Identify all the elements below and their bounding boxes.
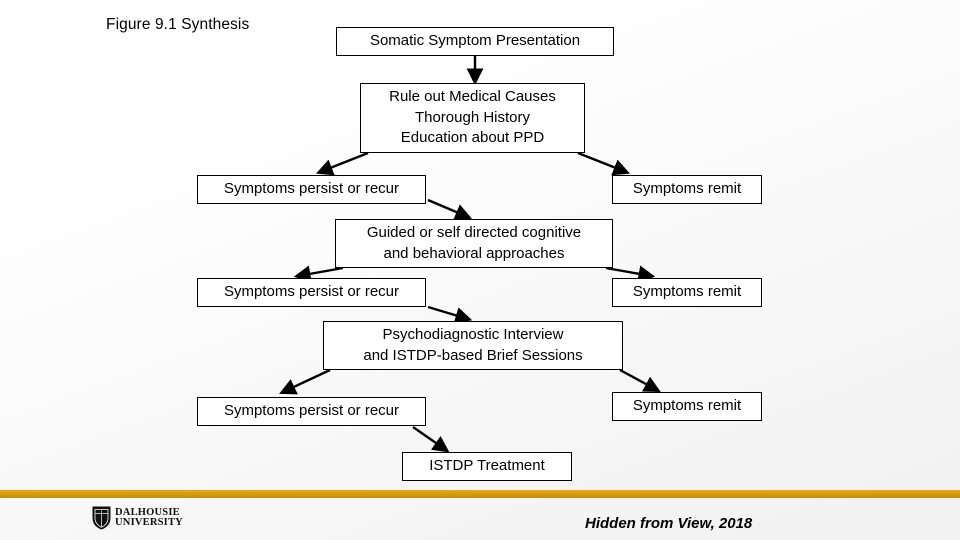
edge-persist1-to-guided	[427, 198, 472, 220]
node-symptoms-remit-2[interactable]: Symptoms remit	[612, 278, 762, 307]
edge-psycho-to-remit3	[619, 368, 661, 393]
dalhousie-university-logo: DALHOUSIE UNIVERSITY	[92, 506, 183, 530]
edge-guided-to-remit2	[605, 265, 656, 283]
node-rule-out-medical-causes[interactable]: Rule out Medical Causes Thorough History…	[360, 83, 585, 153]
node-symptoms-remit-3[interactable]: Symptoms remit	[612, 392, 762, 421]
logo-line-1: DALHOUSIE	[115, 506, 180, 518]
edge-ruleout-to-persist1	[315, 151, 369, 176]
node-symptoms-persist-or-recur-3[interactable]: Symptoms persist or recur	[197, 397, 426, 426]
node-psychodiagnostic-interview[interactable]: Psychodiagnostic Interview and ISTDP-bas…	[323, 321, 623, 370]
page-title: Figure 9.1 Synthesis	[106, 16, 250, 33]
logo-wordmark: DALHOUSIE UNIVERSITY	[115, 506, 183, 529]
edge-ruleout-to-remit1	[577, 151, 631, 176]
edge-persist3-to-istdp	[412, 426, 450, 453]
node-symptoms-persist-or-recur-2[interactable]: Symptoms persist or recur	[197, 278, 426, 307]
source-credit: Hidden from View, 2018	[585, 515, 753, 532]
edge-psycho-to-persist3	[279, 368, 331, 395]
accent-bar	[0, 490, 960, 498]
node-istdp-treatment[interactable]: ISTDP Treatment	[402, 452, 572, 481]
edge-guided-to-persist2	[293, 265, 344, 283]
edge-persist2-to-psycho	[427, 305, 473, 324]
node-symptoms-persist-or-recur-1[interactable]: Symptoms persist or recur	[197, 175, 426, 204]
node-symptoms-remit-1[interactable]: Symptoms remit	[612, 175, 762, 204]
shield-icon	[92, 506, 111, 530]
node-guided-or-self-directed[interactable]: Guided or self directed cognitive and be…	[335, 219, 613, 268]
logo-line-2: UNIVERSITY	[115, 517, 183, 528]
node-somatic-symptom-presentation[interactable]: Somatic Symptom Presentation	[336, 27, 614, 56]
